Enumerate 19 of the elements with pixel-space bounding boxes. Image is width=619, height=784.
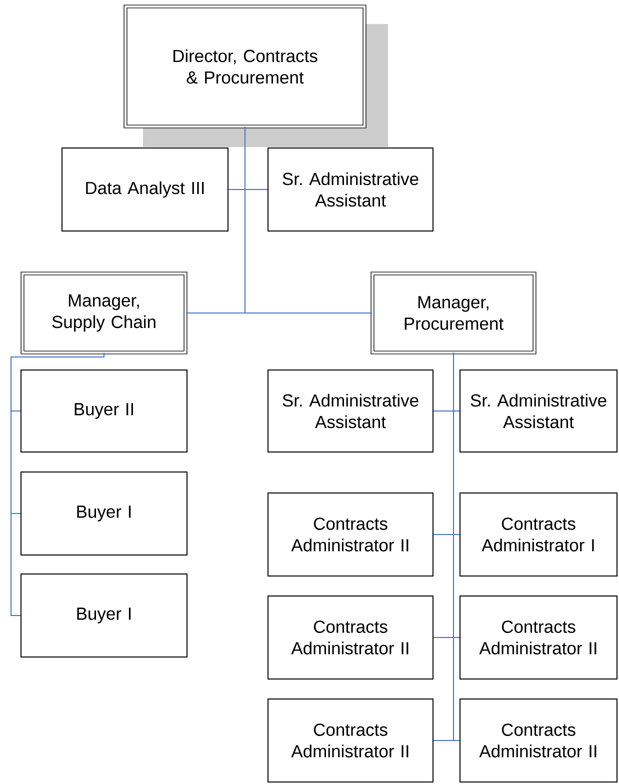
position-box: Buyer II [20,370,188,452]
position-box: Contracts Administrator II [268,492,434,576]
position-box: Manager, Supply Chain [20,272,188,354]
position-box: Contracts Administrator II [268,596,434,680]
position-box: Director, Contracts & Procurement [124,4,366,128]
connector-line [453,352,460,741]
position-box: Sr. Administrative Assistant [268,370,434,452]
position-box: Contracts Administrator II [460,698,618,782]
position-box: Sr. Administrative Assistant [268,148,434,232]
position-box: Contracts Administrator II [268,698,434,782]
position-box: Data Analyst III [62,148,228,232]
position-box: Sr. Administrative Assistant [460,370,618,452]
connector-line [10,352,104,616]
position-box: Manager, Procurement [370,272,536,354]
position-box: Buyer I [20,472,188,556]
connector-line [244,126,373,314]
position-box: Buyer I [20,574,188,658]
position-box: Contracts Administrator I [460,492,618,576]
position-box: Contracts Administrator II [460,596,618,680]
